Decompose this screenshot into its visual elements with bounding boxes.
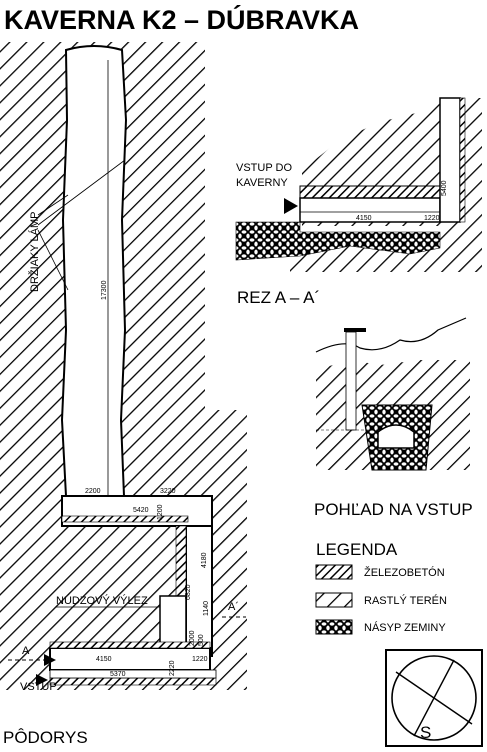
dim-corridor-length: 5420 <box>133 507 149 514</box>
plan-view: DRŽIAKY LÁMP 17300 2200 3220 5420 1200 4… <box>0 42 247 747</box>
dim-corridor-width: 3220 <box>160 488 176 495</box>
dim-entry-5370: 5370 <box>110 671 126 678</box>
plan-shaft <box>60 45 128 497</box>
legend-swatch-rock <box>315 592 353 608</box>
plan-entry-concrete-bottom <box>49 677 217 686</box>
section-view: 4150 1220 5400 VSTUP DO KAVERNY REZ A – … <box>235 97 482 307</box>
legend-item-concrete: ŽELEZOBETÓN <box>364 566 445 579</box>
lamp-holder-leader-2 <box>37 159 126 226</box>
dim-entry-2220: 2220 <box>169 660 176 676</box>
entry-view-ground-line <box>315 317 467 353</box>
section-marker-right: A´ <box>228 601 239 613</box>
plan-entry-label: VSTUP <box>20 681 57 693</box>
section-fill-soil <box>235 221 441 261</box>
dim-exit-height: 6820 <box>185 584 192 600</box>
plan-entry-corridor <box>49 647 211 671</box>
dim-section-1220: 1220 <box>424 215 440 222</box>
north-label: S <box>420 723 431 742</box>
dim-section-4150: 4150 <box>356 215 372 222</box>
lamp-holder-leader-3 <box>37 229 69 291</box>
legend-item-fill: NÁSYP ZEMINY <box>364 621 446 634</box>
dim-section-5400: 5400 <box>441 180 448 196</box>
section-rock-lower <box>290 244 482 272</box>
section-concrete-roof <box>299 185 441 199</box>
north-line-2 <box>413 659 455 737</box>
plan-entry-concrete-top <box>49 641 211 649</box>
page-title: KAVERNA K2 – DÚBRAVKA <box>4 4 359 35</box>
plan-entry-gap <box>49 669 217 679</box>
entry-label-line1: VSTUP DO <box>236 162 292 174</box>
legend-swatch-fill <box>315 619 353 635</box>
legend: LEGENDA ŽELEZOBETÓN RASTLÝ TERÉN NÁSYP Z… <box>315 540 447 635</box>
lamp-holder-leader-1 <box>37 194 69 216</box>
entry-view-opening <box>377 424 415 449</box>
dim-top-width: 2200 <box>85 488 101 495</box>
dim-exit-500: 500 <box>198 634 205 646</box>
section-rock <box>302 98 482 272</box>
section-tunnel <box>299 197 441 223</box>
entry-view-cap <box>344 328 366 332</box>
view-label: POHĽAD NA VSTUP <box>314 500 473 519</box>
entry-view-mast <box>345 331 357 431</box>
section-shaft-wall <box>459 97 466 223</box>
dim-side-length: 4180 <box>201 552 208 568</box>
entry-view: POHĽAD NA VSTUP <box>314 317 473 519</box>
entry-label-line2: KAVERNY <box>236 177 288 189</box>
entry-arrow-icon <box>36 674 48 686</box>
dim-corridor-short: 1200 <box>157 504 164 520</box>
legend-title: LEGENDA <box>316 540 398 559</box>
legend-item-rock: RASTLÝ TERÉN <box>364 594 447 607</box>
plan-label: PÔDORYS <box>3 728 88 747</box>
plan-concrete-strip <box>61 515 189 523</box>
dim-entry-4150: 4150 <box>96 656 112 663</box>
legend-swatch-concrete <box>315 564 353 580</box>
section-marker-left: A <box>22 645 30 657</box>
north-arrow: S <box>385 649 483 747</box>
emergency-exit-label: NÚDZOVÝ VÝLEZ <box>56 594 148 607</box>
section-label: REZ A – A´ <box>237 288 320 307</box>
section-arrow-left <box>44 654 56 666</box>
dim-entry-1220: 1220 <box>192 656 208 663</box>
section-shaft <box>439 97 461 223</box>
dim-exit-width: 1140 <box>203 601 210 616</box>
section-entry-arrow-icon <box>284 198 298 214</box>
dim-exit-2000: 2000 <box>189 630 196 646</box>
lamp-holders-label: DRŽIAKY LÁMP <box>28 212 41 293</box>
dim-shaft-length: 17300 <box>101 280 108 300</box>
